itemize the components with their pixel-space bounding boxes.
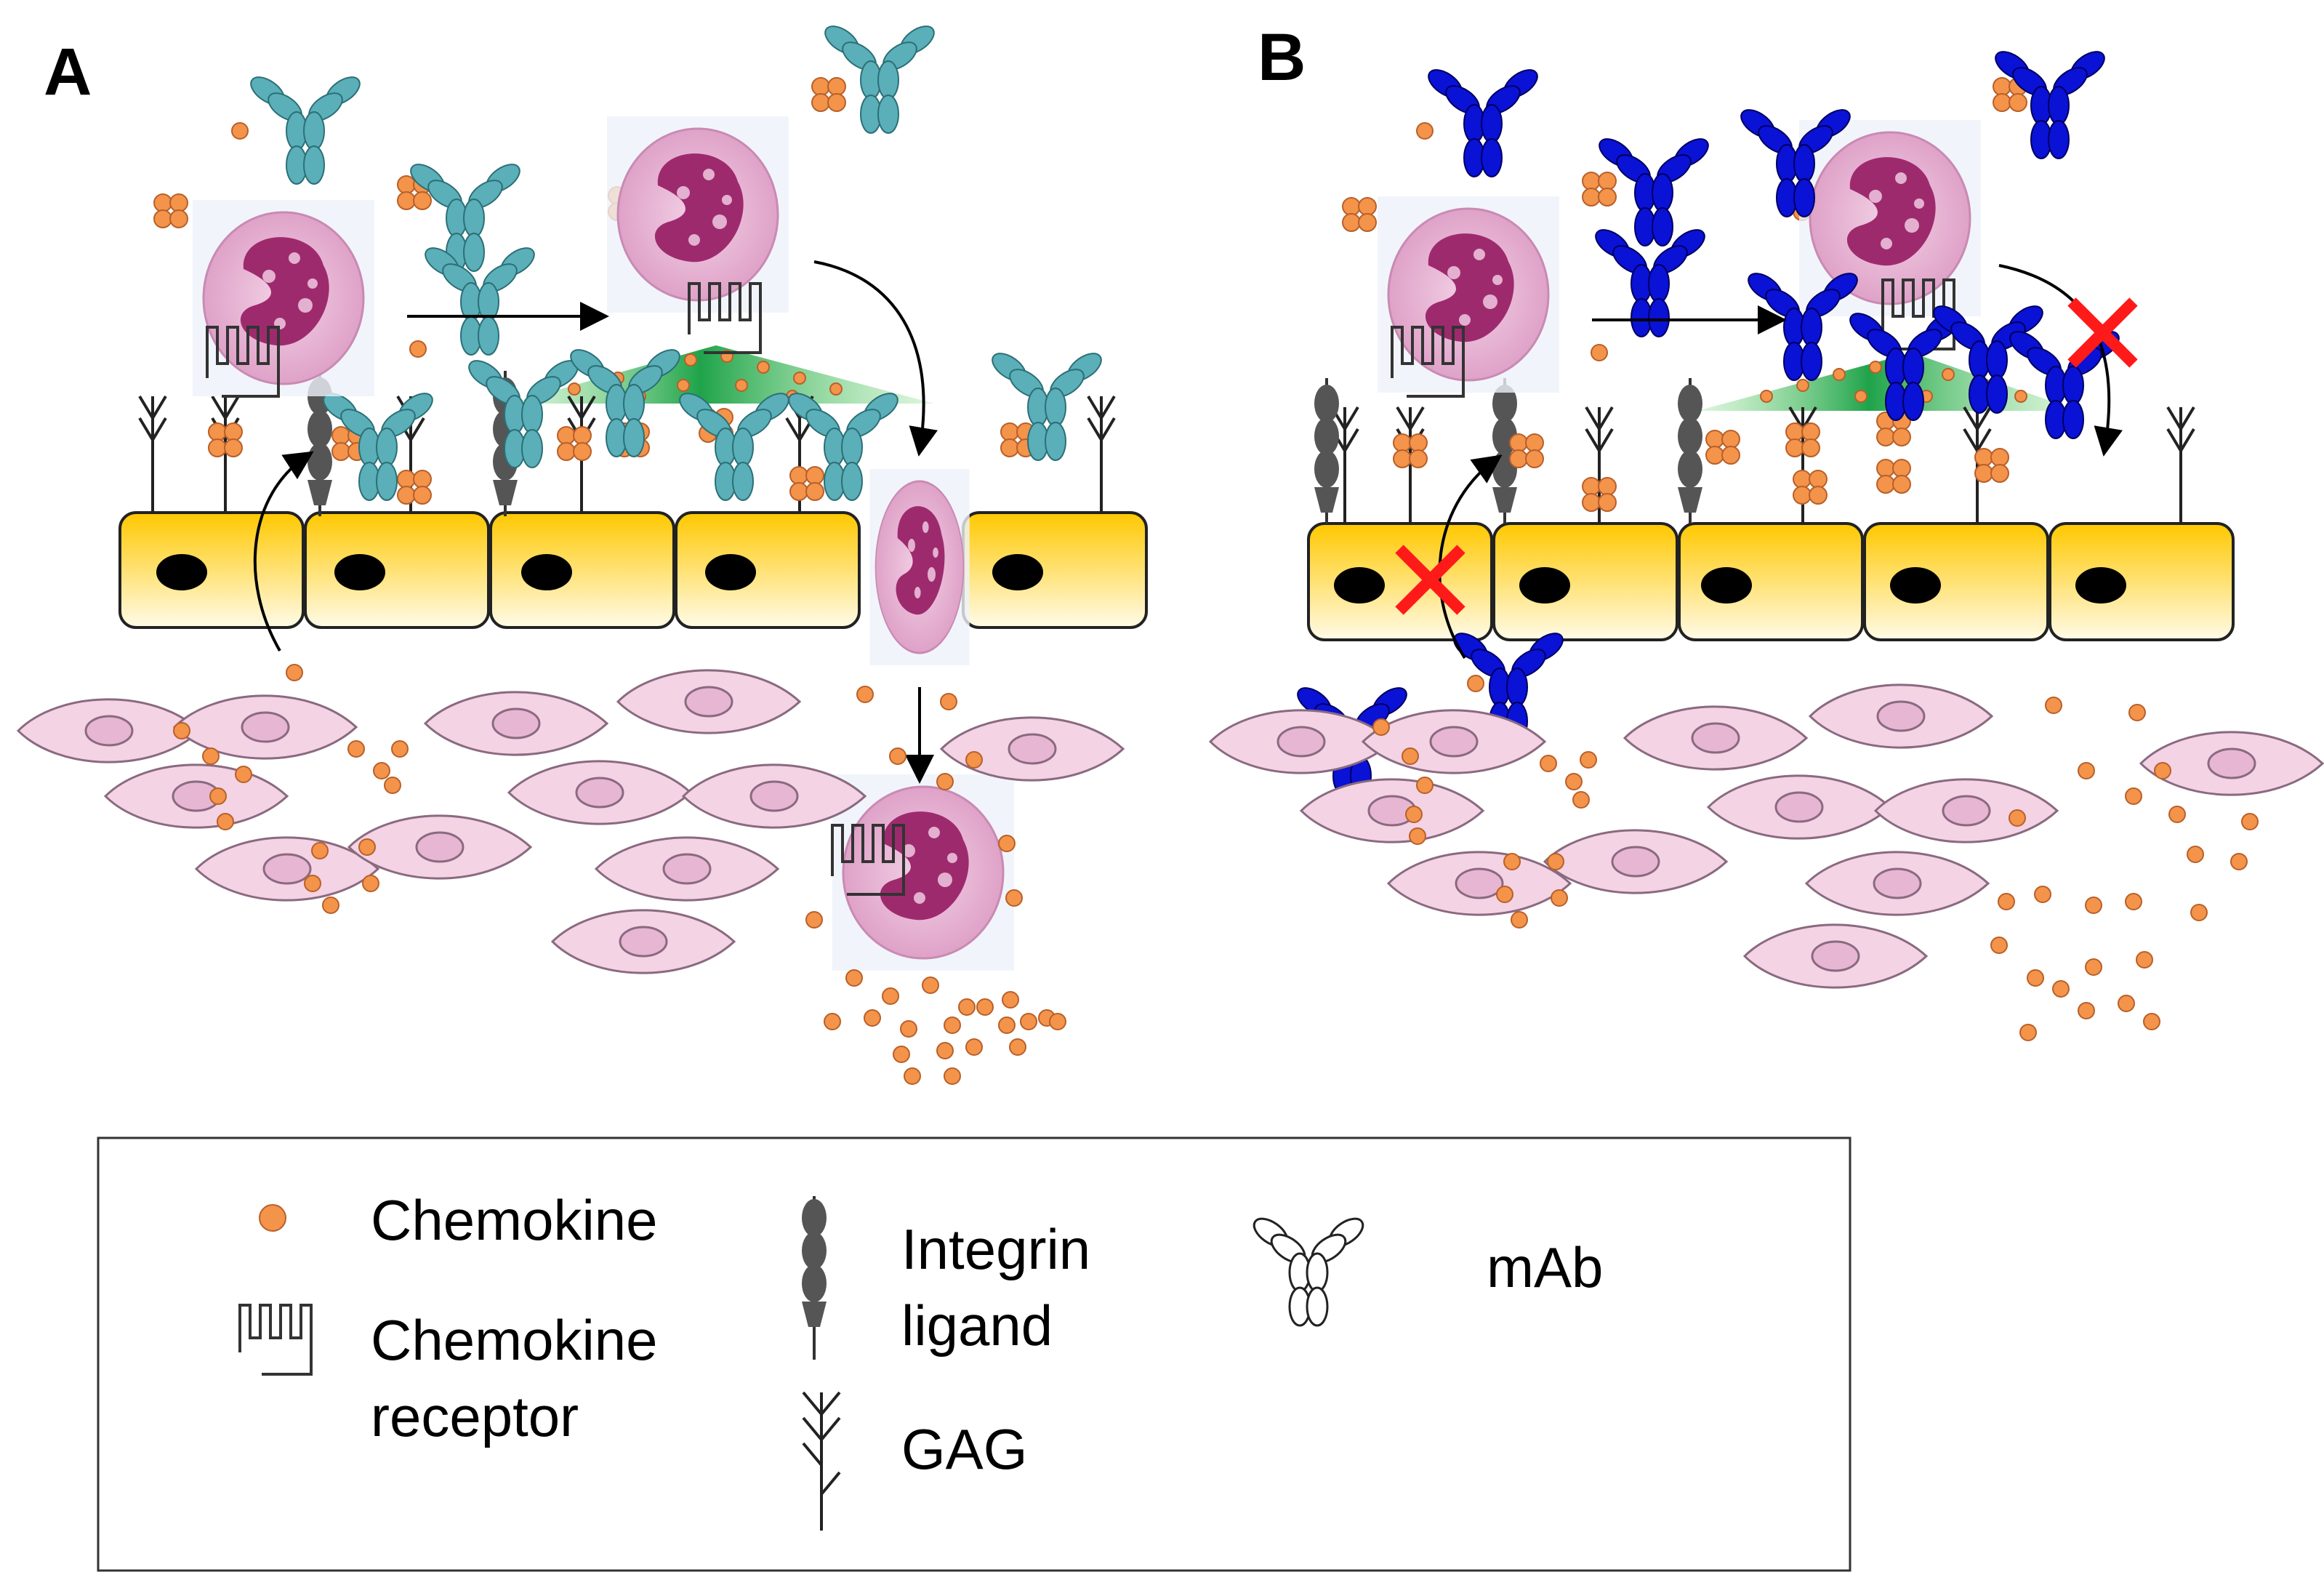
fibroblast <box>2139 731 2324 796</box>
chemokine-cluster <box>1974 448 2009 483</box>
endothelial-cell <box>489 511 675 629</box>
fibroblast <box>1387 851 1572 916</box>
fibroblast <box>104 763 289 829</box>
mab-icon <box>674 387 795 501</box>
chemokine-cluster <box>1876 459 1911 494</box>
chemokine-cluster <box>811 77 846 112</box>
gag-icon <box>802 1391 841 1531</box>
endothelium <box>118 511 1148 629</box>
integrin-ligand-icon <box>1491 377 1519 525</box>
chemokine-cluster <box>153 193 188 228</box>
endothelium <box>1307 522 2235 641</box>
chemokine-cluster <box>1793 470 1828 505</box>
mab-icon <box>245 71 366 185</box>
fibroblast <box>173 694 358 760</box>
block-x-icon <box>2067 297 2138 368</box>
fibroblast <box>424 691 608 756</box>
panel-b: B <box>1209 20 2324 1041</box>
legend: Chemokine Chemokine receptor Integrin li… <box>97 1136 1851 1572</box>
mab-icon <box>1423 63 1543 177</box>
fibroblast <box>1300 778 1484 843</box>
fibroblast <box>507 760 692 825</box>
fibroblast <box>940 716 1125 782</box>
integrin-ligand-icon <box>1313 377 1340 525</box>
chemokines-free <box>1372 122 2259 1041</box>
arrow-icon <box>813 260 938 457</box>
endothelial-cell <box>2048 522 2235 641</box>
leukocyte-transmigrating <box>868 468 971 667</box>
chemokine-cluster <box>1582 172 1617 206</box>
arrow-icon <box>253 451 314 652</box>
chemokine-cluster <box>1509 433 1544 468</box>
panel-b-label: B <box>1258 20 1306 95</box>
endothelial-cell <box>1678 522 1864 641</box>
gag-icon <box>2166 406 2195 525</box>
endothelial-cell <box>1492 522 1678 641</box>
endothelial-cell <box>962 511 1148 629</box>
legend-box <box>97 1136 1851 1572</box>
arrow-icon <box>1438 454 1503 659</box>
fibroblast <box>17 698 201 763</box>
mab-icon <box>405 158 526 272</box>
endothelial-cell <box>118 511 305 629</box>
fibroblast <box>1543 829 1728 894</box>
legend-chemokine-receptor-line2: receptor <box>371 1384 579 1448</box>
legend-chemokine-receptor-line1: Chemokine <box>371 1308 658 1372</box>
legend-chemokine: Chemokine <box>371 1188 658 1252</box>
chemokine-cluster <box>1705 430 1740 465</box>
endothelial-cell <box>675 511 861 629</box>
leukocyte <box>191 199 376 398</box>
fibroblast <box>1743 923 1928 989</box>
legend-integrin-line1: Integrin <box>901 1217 1090 1281</box>
integrin-ligand-icon <box>1676 377 1704 525</box>
block-x-icon <box>1395 545 1465 615</box>
chemokine-cluster <box>397 470 432 505</box>
chemokine-cluster <box>1342 197 1377 232</box>
fibroblast <box>1874 778 2059 843</box>
legend-integrin-line2: ligand <box>901 1294 1053 1358</box>
chemokine-cluster <box>789 466 824 501</box>
gag-icon <box>1087 395 1116 514</box>
panel-a-label: A <box>44 35 92 109</box>
chemokines-free <box>173 122 1066 1085</box>
legend-mab: mAb <box>1487 1235 1603 1299</box>
chemokine-cluster <box>557 426 592 461</box>
fibroblast <box>1809 683 1993 749</box>
fibroblast <box>595 836 779 902</box>
chemokine-receptor-icon <box>238 1304 313 1376</box>
legend-gag: GAG <box>901 1417 1027 1481</box>
endothelial-cell <box>1863 522 2049 641</box>
panel-a: A <box>17 20 1148 1085</box>
leukocyte <box>831 773 1016 972</box>
fibroblast <box>1805 851 1990 916</box>
fibroblast <box>1623 705 1808 771</box>
mab-icon <box>819 20 940 134</box>
endothelial-cell <box>304 511 490 629</box>
chemokine-dot-icon <box>259 1204 286 1232</box>
fibroblast <box>551 909 736 974</box>
fibroblast <box>1707 774 1891 840</box>
fibroblast <box>616 669 801 734</box>
integrin-ligand-icon <box>802 1196 827 1360</box>
gag-icon <box>138 395 167 514</box>
